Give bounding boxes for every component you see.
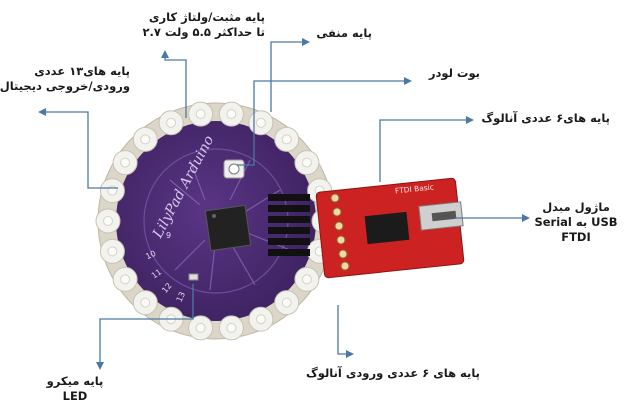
analog-bottom-arrow bbox=[337, 305, 354, 358]
petal-pad-hole bbox=[166, 117, 177, 128]
analog-bottom-label: پایه های ۶ عددی ورودی آنالوگ bbox=[305, 366, 480, 380]
led-label-line2: LED bbox=[62, 389, 88, 403]
digital-io-label: پایه های۱۳ عددی ورودی/خروجی دیجیتال bbox=[0, 64, 130, 93]
microcontroller-chip bbox=[204, 204, 252, 252]
ftdi-header-holes bbox=[330, 193, 350, 271]
petal-pad-hole bbox=[301, 157, 312, 168]
digital-io-label-line1: پایه های۱۳ عددی bbox=[34, 64, 130, 78]
petal-pad-hole bbox=[255, 117, 266, 128]
usb-module-label-line3: FTDI bbox=[561, 230, 591, 244]
petal-pad-hole bbox=[107, 246, 118, 257]
analog-top-arrow bbox=[379, 116, 474, 182]
petal-pad-hole bbox=[195, 109, 206, 120]
petal-pad-hole bbox=[301, 274, 312, 285]
petal-pad-hole bbox=[255, 314, 266, 325]
power-pin-label-line1: پایه مثبت/ولتاژ کاری bbox=[148, 10, 265, 24]
petal-pad-hole bbox=[140, 297, 151, 308]
pin-number: 13 bbox=[175, 290, 187, 303]
pin-number: 9 bbox=[166, 231, 171, 240]
led-label: پایه میکرو LED bbox=[46, 374, 104, 403]
ground-pin-label-text: پایه منفی bbox=[316, 26, 372, 40]
petal-pad-hole bbox=[195, 322, 206, 333]
pin-number: 10 bbox=[144, 249, 157, 261]
petal-pad-hole bbox=[103, 216, 113, 226]
chip-pin1-dot bbox=[212, 214, 216, 218]
ftdi-silkscreen: FTDI Basic bbox=[395, 183, 435, 196]
header-pins bbox=[268, 194, 310, 256]
petal-pad-hole bbox=[281, 297, 292, 308]
petal-pad-hole bbox=[120, 274, 131, 285]
ground-pin-label: پایه منفی bbox=[316, 26, 372, 40]
power-pin-label: پایه مثبت/ولتاژ کاری تا حداکثر ۵.۵ ولت ۲… bbox=[142, 10, 265, 39]
usb-module-label-line2: USB به Serial bbox=[534, 215, 618, 229]
petal-pad-hole bbox=[281, 134, 292, 145]
ftdi-chip bbox=[364, 211, 410, 245]
lilypad-board: LilyPad Arduino 10 11 12 13 9 bbox=[95, 101, 337, 341]
power-pin-label-line2: تا حداکثر ۵.۵ ولت ۲.۷ bbox=[142, 25, 265, 39]
petal-pad-hole bbox=[140, 134, 151, 145]
digital-io-arrow bbox=[38, 108, 118, 189]
usb-module-label-line1: ماژول مبدل bbox=[542, 200, 610, 214]
reset-button-cap bbox=[228, 163, 240, 175]
power-arrow bbox=[161, 50, 187, 118]
digital-io-label-line2: ورودی/خروجی دیجیتال bbox=[0, 79, 130, 93]
ftdi-module: FTDI Basic bbox=[315, 177, 465, 279]
analog-top-label-text: پایه های۶ عددی آنالوگ bbox=[481, 111, 610, 125]
led bbox=[188, 273, 199, 281]
analog-top-label: پایه های۶ عددی آنالوگ bbox=[481, 111, 610, 125]
bootloader-arrow bbox=[237, 77, 412, 166]
led-label-line1: پایه میکرو bbox=[46, 374, 104, 388]
usb-module-label: ماژول مبدل USB به Serial FTDI bbox=[534, 200, 618, 244]
petal-pad-hole bbox=[226, 322, 237, 333]
petal-pad-hole bbox=[226, 109, 237, 120]
analog-bottom-label-text: پایه های ۶ عددی ورودی آنالوگ bbox=[305, 366, 480, 380]
ground-arrow bbox=[270, 38, 310, 112]
connector-lines bbox=[38, 38, 530, 370]
petal-pad-hole bbox=[120, 157, 131, 168]
led-arrow bbox=[96, 284, 194, 370]
usb-port-slot bbox=[431, 210, 457, 222]
bootloader-label-text: بوت لودر bbox=[428, 66, 480, 80]
bootloader-label: بوت لودر bbox=[428, 66, 480, 80]
